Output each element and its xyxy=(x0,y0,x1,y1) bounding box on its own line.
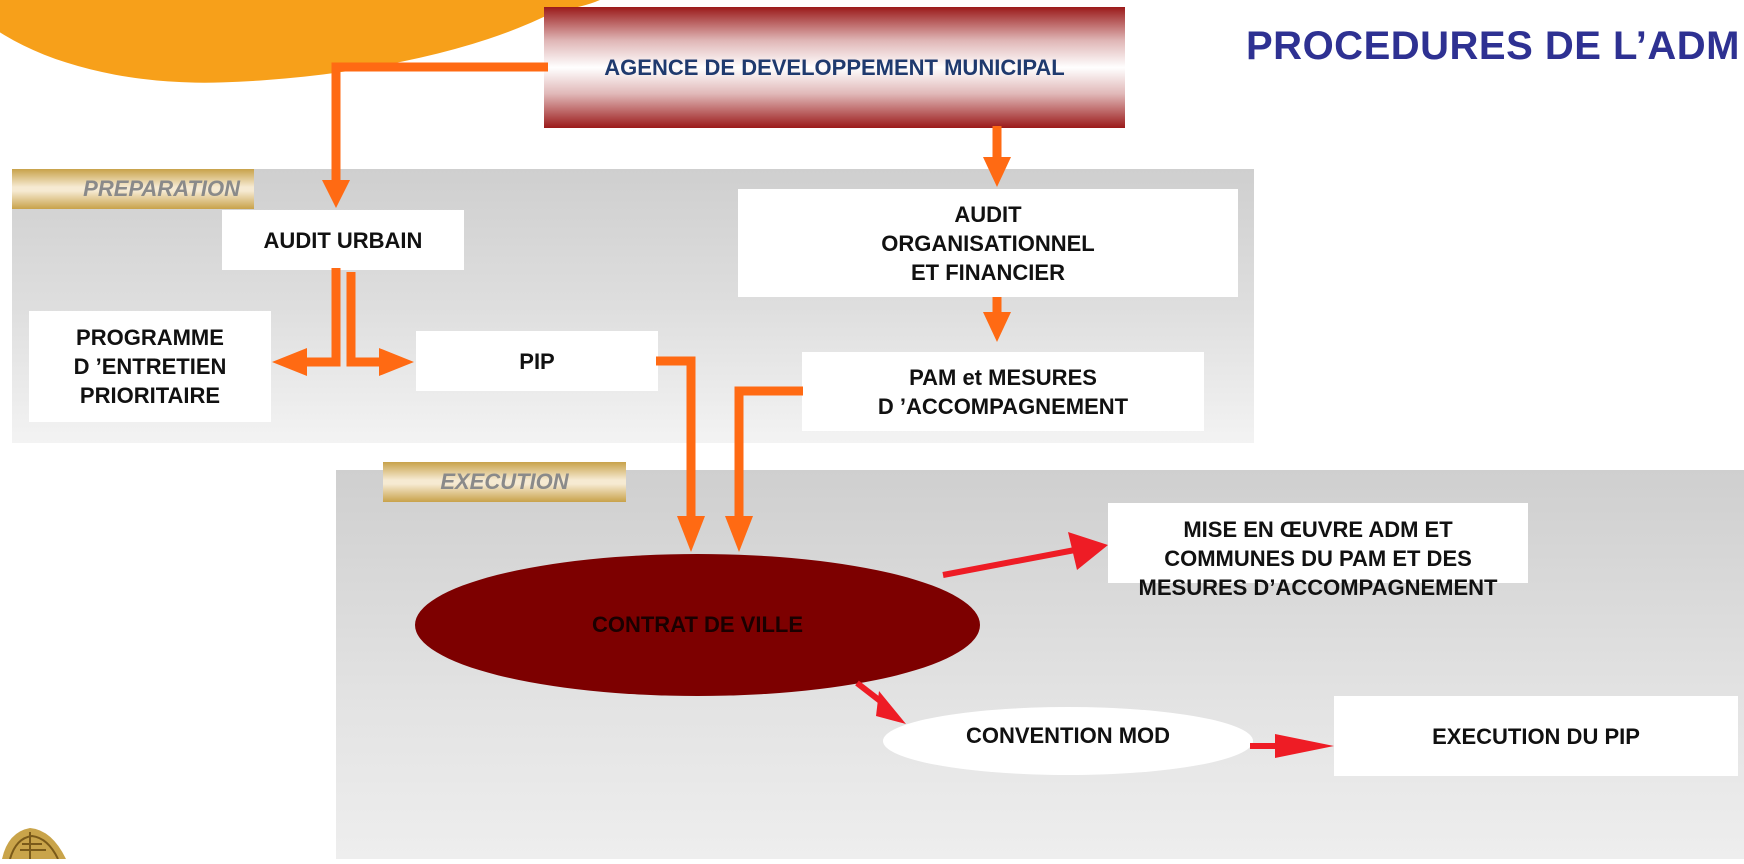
arrowhead-mise xyxy=(1068,532,1108,570)
arrowhead-pip xyxy=(379,348,414,376)
contrat-label: CONTRAT DE VILLE xyxy=(591,612,804,637)
page-title: PROCEDURES DE L’ADM xyxy=(1246,24,1740,68)
node-pam-mesures: PAM et MESURES D ’ACCOMPAGNEMENT xyxy=(802,352,1204,431)
arrowhead-exec-pip xyxy=(1275,734,1334,758)
node-execution-pip: EXECUTION DU PIP xyxy=(1334,696,1738,776)
arrow-contrat-to-mise xyxy=(942,547,1076,578)
arrow-audit-to-pip xyxy=(346,272,382,367)
node-pip: PIP xyxy=(416,331,658,391)
arrowhead-audit-urbain xyxy=(322,180,350,208)
arrowhead-pip-contrat xyxy=(677,516,705,552)
node-audit-organisationnel: AUDIT ORGANISATIONNEL ET FINANCIER xyxy=(738,189,1238,297)
agency-label: AGENCE DE DEVELOPPEMENT MUNICIPAL xyxy=(604,54,1065,80)
orange-arrowheads xyxy=(272,157,1011,552)
node-audit-urbain: AUDIT URBAIN xyxy=(222,210,464,270)
preparation-label: PREPARATION xyxy=(12,169,254,209)
convention-label: CONVENTION MOD xyxy=(965,723,1171,748)
arrow-pam-to-contrat xyxy=(734,386,803,520)
arrow-pip-to-contrat xyxy=(656,356,696,520)
arrow-audit-to-programme xyxy=(303,268,341,367)
arrowhead-audit-org xyxy=(983,157,1011,187)
node-programme-entretien: PROGRAMME D ’ENTRETIEN PRIORITAIRE xyxy=(29,311,271,422)
arrowhead-pam xyxy=(983,312,1011,342)
municipal-logo-icon xyxy=(0,820,72,860)
agency-box: AGENCE DE DEVELOPPEMENT MUNICIPAL xyxy=(544,7,1125,128)
node-convention-mod: CONVENTION MOD xyxy=(883,707,1253,775)
arrowhead-programme xyxy=(272,348,307,376)
red-arrowheads xyxy=(876,532,1334,758)
arrow-agency-to-audit-urbain xyxy=(331,62,548,182)
execution-label: EXECUTION xyxy=(383,462,626,502)
node-contrat-de-ville: CONTRAT DE VILLE xyxy=(415,554,980,696)
arrowhead-pam-contrat xyxy=(725,516,753,552)
arrowhead-convention xyxy=(876,691,906,724)
